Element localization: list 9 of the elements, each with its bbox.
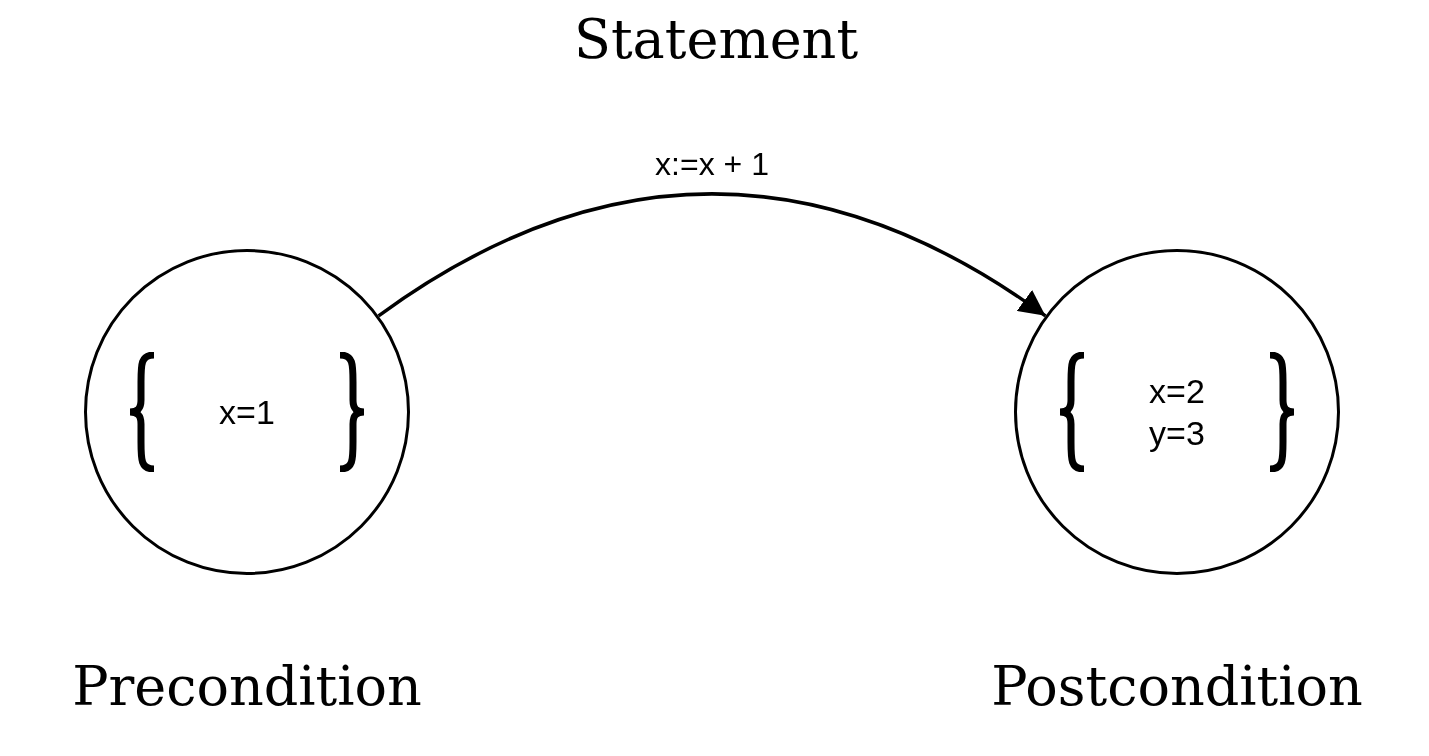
node-caption: Precondition xyxy=(72,655,422,718)
state-circle xyxy=(84,249,410,575)
node-caption: Postcondition xyxy=(991,655,1363,718)
state-circle xyxy=(1014,249,1340,575)
condition-text: x=1 xyxy=(219,391,275,433)
arrow xyxy=(377,192,1047,318)
condition-text: x=2 xyxy=(1149,370,1205,412)
condition-text: y=3 xyxy=(1149,413,1205,454)
diagram-title: Statement xyxy=(573,8,859,71)
